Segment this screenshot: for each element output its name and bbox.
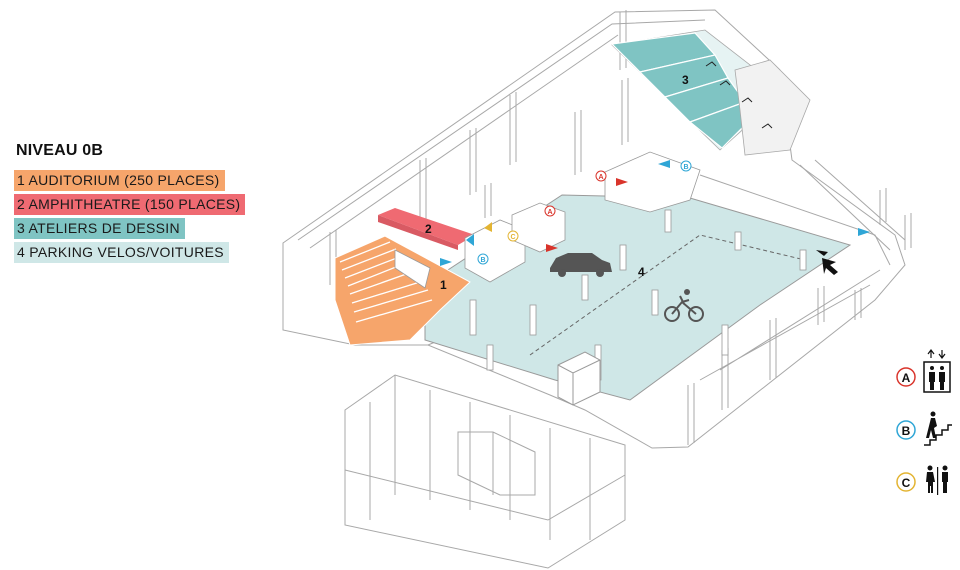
svg-text:B: B [480,257,485,264]
marker-c: C [507,230,519,242]
level-title: NIVEAU 0B [16,142,104,159]
key-row-b: B [896,411,952,446]
zone-number-4: 4 [638,265,645,279]
inner-wall-line [309,34,619,249]
key-letter-c: C [902,476,911,490]
restroom-icon [926,465,948,495]
svg-text:B: B [683,164,688,171]
right-wall-line [699,174,891,266]
legend-label-ateliers: 3 ATELIERS DE DESSIN [14,218,185,239]
access-key: A B C [896,349,952,495]
legend: NIVEAU 0B 1 AUDITORIUM (250 PLACES) 2 AM… [14,142,294,266]
marker-b-auditorium: B [477,253,489,265]
elevator-icon [923,349,951,393]
svg-text:A: A [547,209,552,216]
zone-number-1: 1 [440,278,447,292]
legend-label-parking: 4 PARKING VELOS/VOITURES [14,242,229,263]
zone-amphitheatre [378,208,475,250]
building-outline [282,9,906,449]
marker-a-auditorium: A [544,205,556,217]
svg-text:A: A [598,174,603,181]
zone-number-2: 2 [425,222,432,236]
legend-item-ateliers: 3 ATELIERS DE DESSIN [14,218,294,239]
key-row-c: C [896,465,948,495]
marker-b-upper: B [680,160,692,172]
zone-number-3: 3 [682,73,689,87]
columns-upper [329,10,912,445]
legend-item-parking: 4 PARKING VELOS/VOITURES [14,242,294,263]
ramp-line [699,159,906,381]
key-row-a: A [896,349,951,393]
stairs-icon [924,411,952,446]
bicycle-icon [664,289,704,322]
zone-auditorium [334,235,471,346]
car-icon [550,253,612,277]
key-letter-a: A [902,371,911,385]
parking-lane-line [529,234,806,356]
marker-a-upper: A [595,170,607,182]
lower-annex [344,374,626,569]
legend-label-auditorium: 1 AUDITORIUM (250 PLACES) [14,170,225,191]
key-letter-b: B [902,424,911,438]
entrance-arrow-icon [816,250,838,275]
upper-wall-line [297,19,706,241]
legend-label-amphitheatre: 2 AMPHITHEATRE (150 PLACES) [14,194,246,215]
direction-flags [440,160,870,266]
legend-item-auditorium: 1 AUDITORIUM (250 PLACES) [14,170,294,191]
svg-text:C: C [510,234,515,241]
booth [557,351,601,406]
zone-ateliers [610,29,811,156]
legend-item-amphitheatre: 2 AMPHITHEATRE (150 PLACES) [14,194,294,215]
